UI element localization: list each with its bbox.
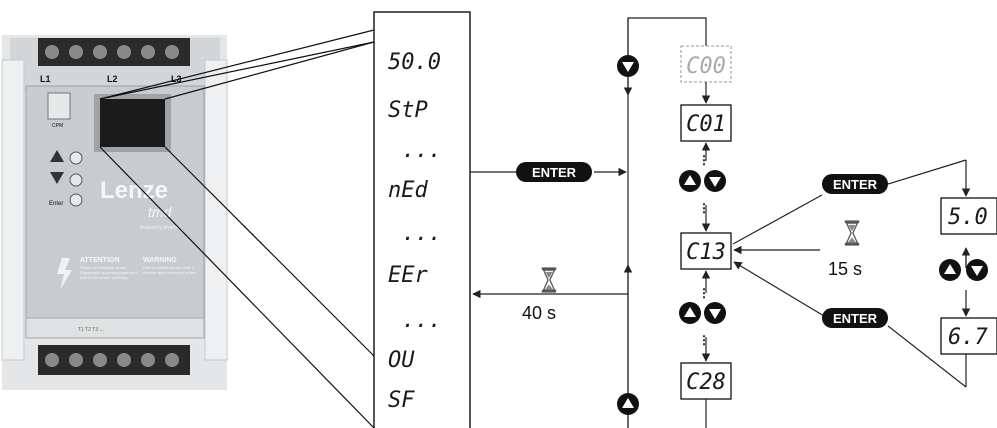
hourglass-icon-40s [542, 267, 556, 292]
status-ellipsis-2: ... [402, 221, 442, 246]
down-button-icon [617, 55, 639, 77]
lcd-display [100, 99, 165, 147]
enter-key-label: Enter [49, 201, 63, 207]
down-button-icon-1 [704, 170, 726, 192]
down-button-icon-2 [704, 302, 726, 324]
bottom-terminal-block [38, 345, 190, 375]
status-ellipsis-3: ... [402, 308, 442, 333]
svg-text:C00: C00 [686, 54, 726, 79]
terminal-label-l1: L1 [40, 74, 51, 84]
warning-text: Risk of electric shock. Wait 3 minutes a… [143, 265, 199, 275]
drive-device: L1 L2 L3 CPM Enter Lenze tmd frequency i… [2, 35, 227, 390]
down-key [70, 174, 82, 186]
up-key [70, 152, 82, 164]
enter-key [70, 194, 82, 206]
svg-text:C28: C28 [686, 370, 726, 395]
hourglass-icon-15s [845, 220, 859, 245]
status-no-enable: nEd [388, 178, 428, 203]
terminal-strip-text: T1 T2 T3 ... [78, 327, 104, 333]
attention-text: Hazard of electrical shock. Disconnect i… [80, 265, 138, 280]
svg-text:⋮: ⋮ [698, 333, 710, 347]
up-button-icon [617, 393, 639, 415]
up-button-icon-1 [679, 170, 701, 192]
svg-text:⋮: ⋮ [698, 153, 710, 167]
tagline: frequency inverter [140, 225, 180, 231]
enter-label-main: ENTER [532, 165, 577, 180]
status-fault: SF [388, 388, 415, 413]
svg-text:C01: C01 [686, 112, 726, 137]
enter-label-lower: ENTER [833, 311, 878, 326]
enter-button-main: ENTER [516, 162, 592, 182]
enter-label-upper: ENTER [833, 177, 878, 192]
svg-text:C13: C13 [686, 240, 726, 265]
timer-15s: 15 s [828, 259, 862, 279]
status-eeprom-error: EEr [388, 263, 428, 288]
warning-title: WARNING [143, 257, 177, 264]
up-button-icon-2 [679, 302, 701, 324]
status-frequency: 50.0 [388, 50, 441, 75]
param-c28: C28 [681, 363, 731, 399]
cpm-module-icon [48, 93, 70, 119]
param-c00: C00 [681, 46, 731, 82]
cpm-label: CPM [52, 123, 63, 129]
status-overvoltage: OU [388, 348, 415, 373]
svg-text:⋮: ⋮ [698, 286, 710, 300]
param-c13: C13 [681, 233, 731, 269]
terminal-label-l2: L2 [107, 74, 118, 84]
up-button-icon-3 [939, 259, 961, 281]
svg-text:5.0: 5.0 [948, 205, 988, 230]
status-stop: StP [388, 98, 428, 123]
svg-text:⋮: ⋮ [698, 201, 710, 215]
down-button-icon-3 [966, 259, 988, 281]
svg-text:6.7: 6.7 [948, 325, 988, 350]
param-c01: C01 [681, 105, 731, 141]
enter-button-lower: ENTER [822, 308, 888, 328]
param-value-1: 5.0 [941, 198, 997, 234]
enter-button-upper: ENTER [822, 174, 888, 194]
attention-title: ATTENTION [80, 257, 120, 264]
timer-40s: 40 s [522, 303, 556, 323]
top-terminal-block [38, 38, 190, 66]
status-ellipsis-1: ... [402, 138, 442, 163]
param-value-2: 6.7 [941, 318, 997, 354]
